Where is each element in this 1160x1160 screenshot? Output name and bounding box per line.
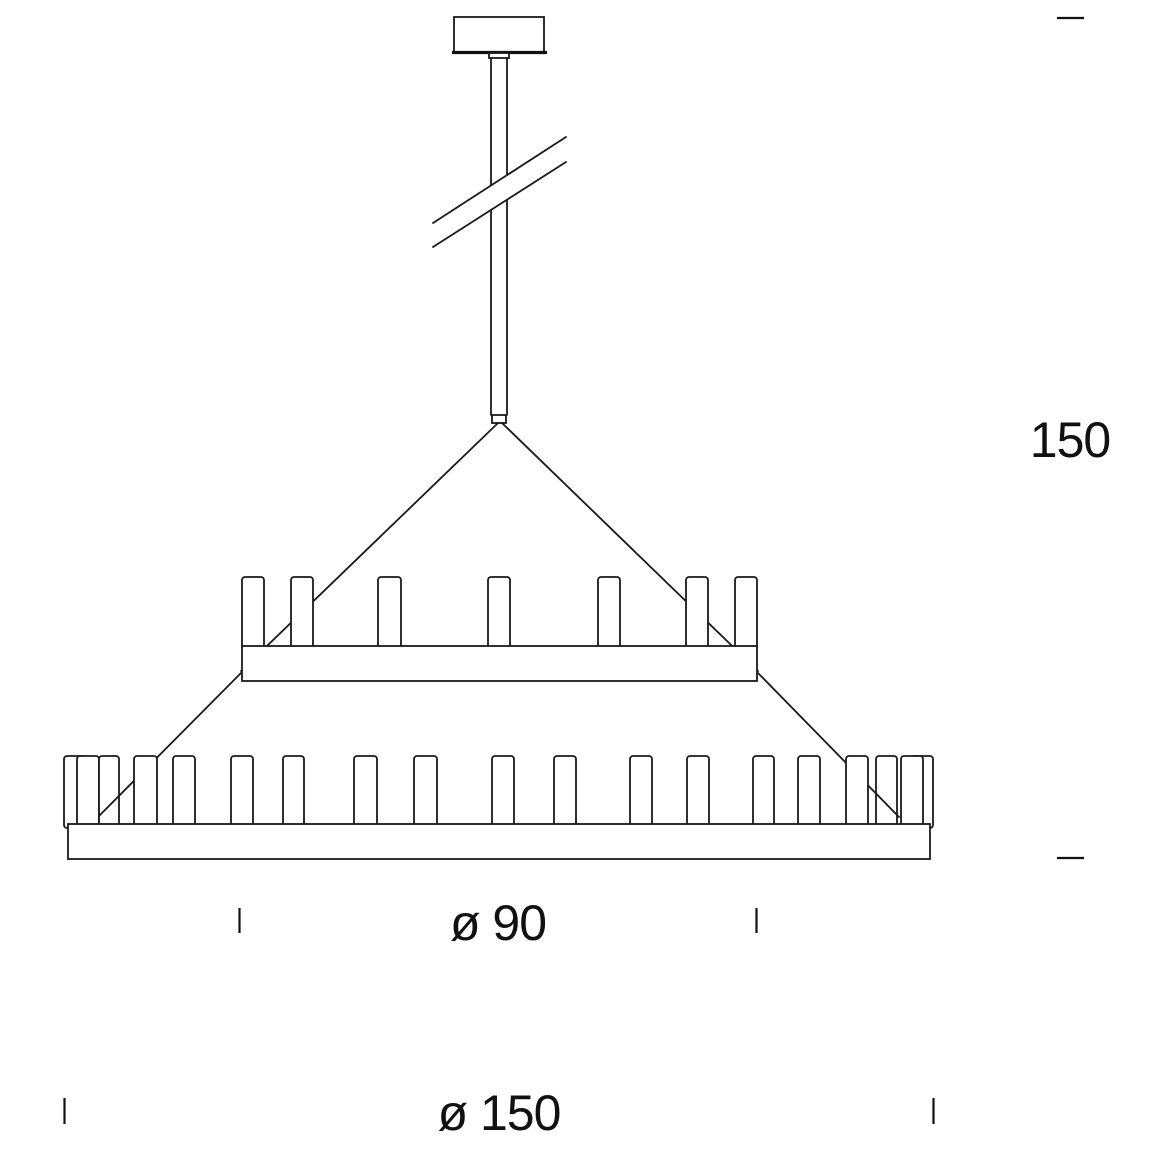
lower-diameter-dimension: ø 150 xyxy=(63,1085,935,1141)
lower-diameter-label: ø 150 xyxy=(438,1085,561,1141)
upper-ring xyxy=(241,645,758,682)
upper-diameter-dimension: ø 90 xyxy=(238,895,758,951)
break-symbol xyxy=(432,136,567,248)
height-dimension: 150 xyxy=(1030,16,1111,860)
suspension-cables xyxy=(98,422,900,818)
upper-diameter-label: ø 90 xyxy=(450,895,546,951)
lower-ring xyxy=(67,823,931,860)
suspension-rod xyxy=(490,57,508,424)
height-label: 150 xyxy=(1030,412,1110,468)
lower-ring-candles xyxy=(133,755,869,829)
ceiling-canopy xyxy=(452,16,547,59)
upper-ring-candles xyxy=(241,576,758,651)
rod-joint xyxy=(491,414,507,424)
